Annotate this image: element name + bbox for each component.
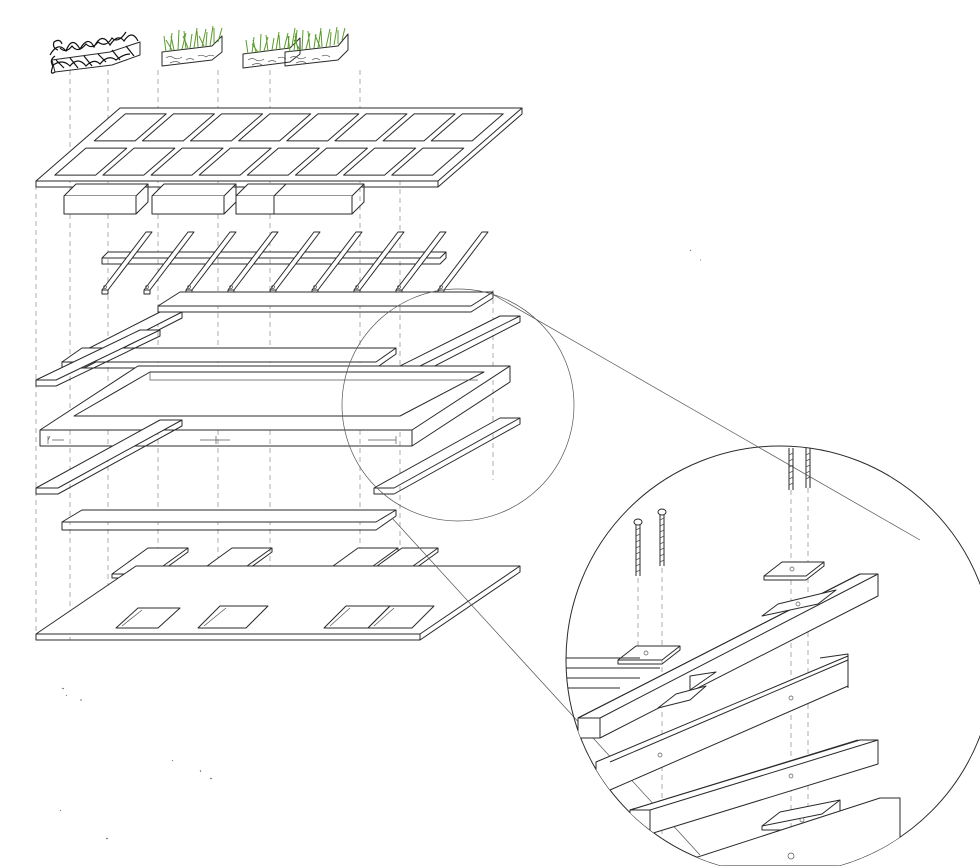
slat-hole	[229, 285, 233, 289]
slat-hole	[187, 285, 191, 289]
grid-cell	[294, 147, 368, 176]
slat-hole	[145, 285, 149, 289]
detail-callout-lines	[341, 288, 921, 856]
grid-cell	[150, 147, 224, 176]
slat	[143, 231, 195, 291]
grid-cell	[93, 113, 167, 142]
base-plate	[35, 565, 521, 641]
support-block-face	[63, 196, 137, 215]
grid-cell	[430, 113, 504, 142]
planter-module-grass-3	[284, 26, 349, 67]
support-block-side	[135, 184, 149, 215]
grid-cell	[286, 113, 360, 142]
slat-hole	[271, 285, 275, 289]
slat-hole	[313, 285, 317, 289]
grid-cell	[141, 113, 215, 142]
plank-layer-lower	[35, 417, 521, 531]
grid-frame-panel	[35, 107, 523, 188]
slat-hole	[355, 285, 359, 289]
slat	[395, 231, 447, 291]
planter-module-gabion	[49, 31, 141, 74]
slat-rail-layer	[101, 231, 489, 295]
support-block	[151, 183, 237, 197]
grid-cell	[391, 147, 465, 176]
slat	[437, 231, 489, 291]
slat	[227, 231, 279, 291]
grid-cell	[198, 147, 272, 176]
slat-hole	[397, 285, 401, 289]
grid-cell	[54, 147, 128, 176]
slat-end	[143, 290, 151, 295]
grid-cell	[246, 147, 320, 176]
slat-hole	[439, 285, 443, 289]
planter-module-grass-2	[242, 27, 301, 69]
planter-module-grass-1	[161, 25, 223, 67]
slat	[311, 231, 363, 291]
grid-cell	[190, 113, 264, 142]
slat	[269, 231, 321, 291]
bolt-screws	[633, 448, 811, 576]
detail-enlargement	[565, 445, 980, 866]
support-blocks	[63, 183, 365, 215]
slat-hole	[103, 285, 107, 289]
support-block	[63, 183, 149, 197]
support-block-face	[273, 196, 353, 215]
support-block-face	[151, 196, 225, 215]
slat-end	[101, 290, 109, 295]
grid-cell	[343, 147, 417, 176]
grid-cell	[382, 113, 456, 142]
support-block	[273, 183, 365, 197]
grid-cell	[102, 147, 176, 176]
plank-layer-upper	[35, 291, 521, 389]
grid-cell	[334, 113, 408, 142]
support-block-side	[351, 184, 365, 215]
pencil-marks	[59, 249, 701, 840]
grid-cell	[238, 113, 312, 142]
slat	[353, 231, 405, 291]
main-frame	[39, 365, 511, 447]
slat	[185, 231, 237, 291]
slat	[101, 231, 153, 291]
